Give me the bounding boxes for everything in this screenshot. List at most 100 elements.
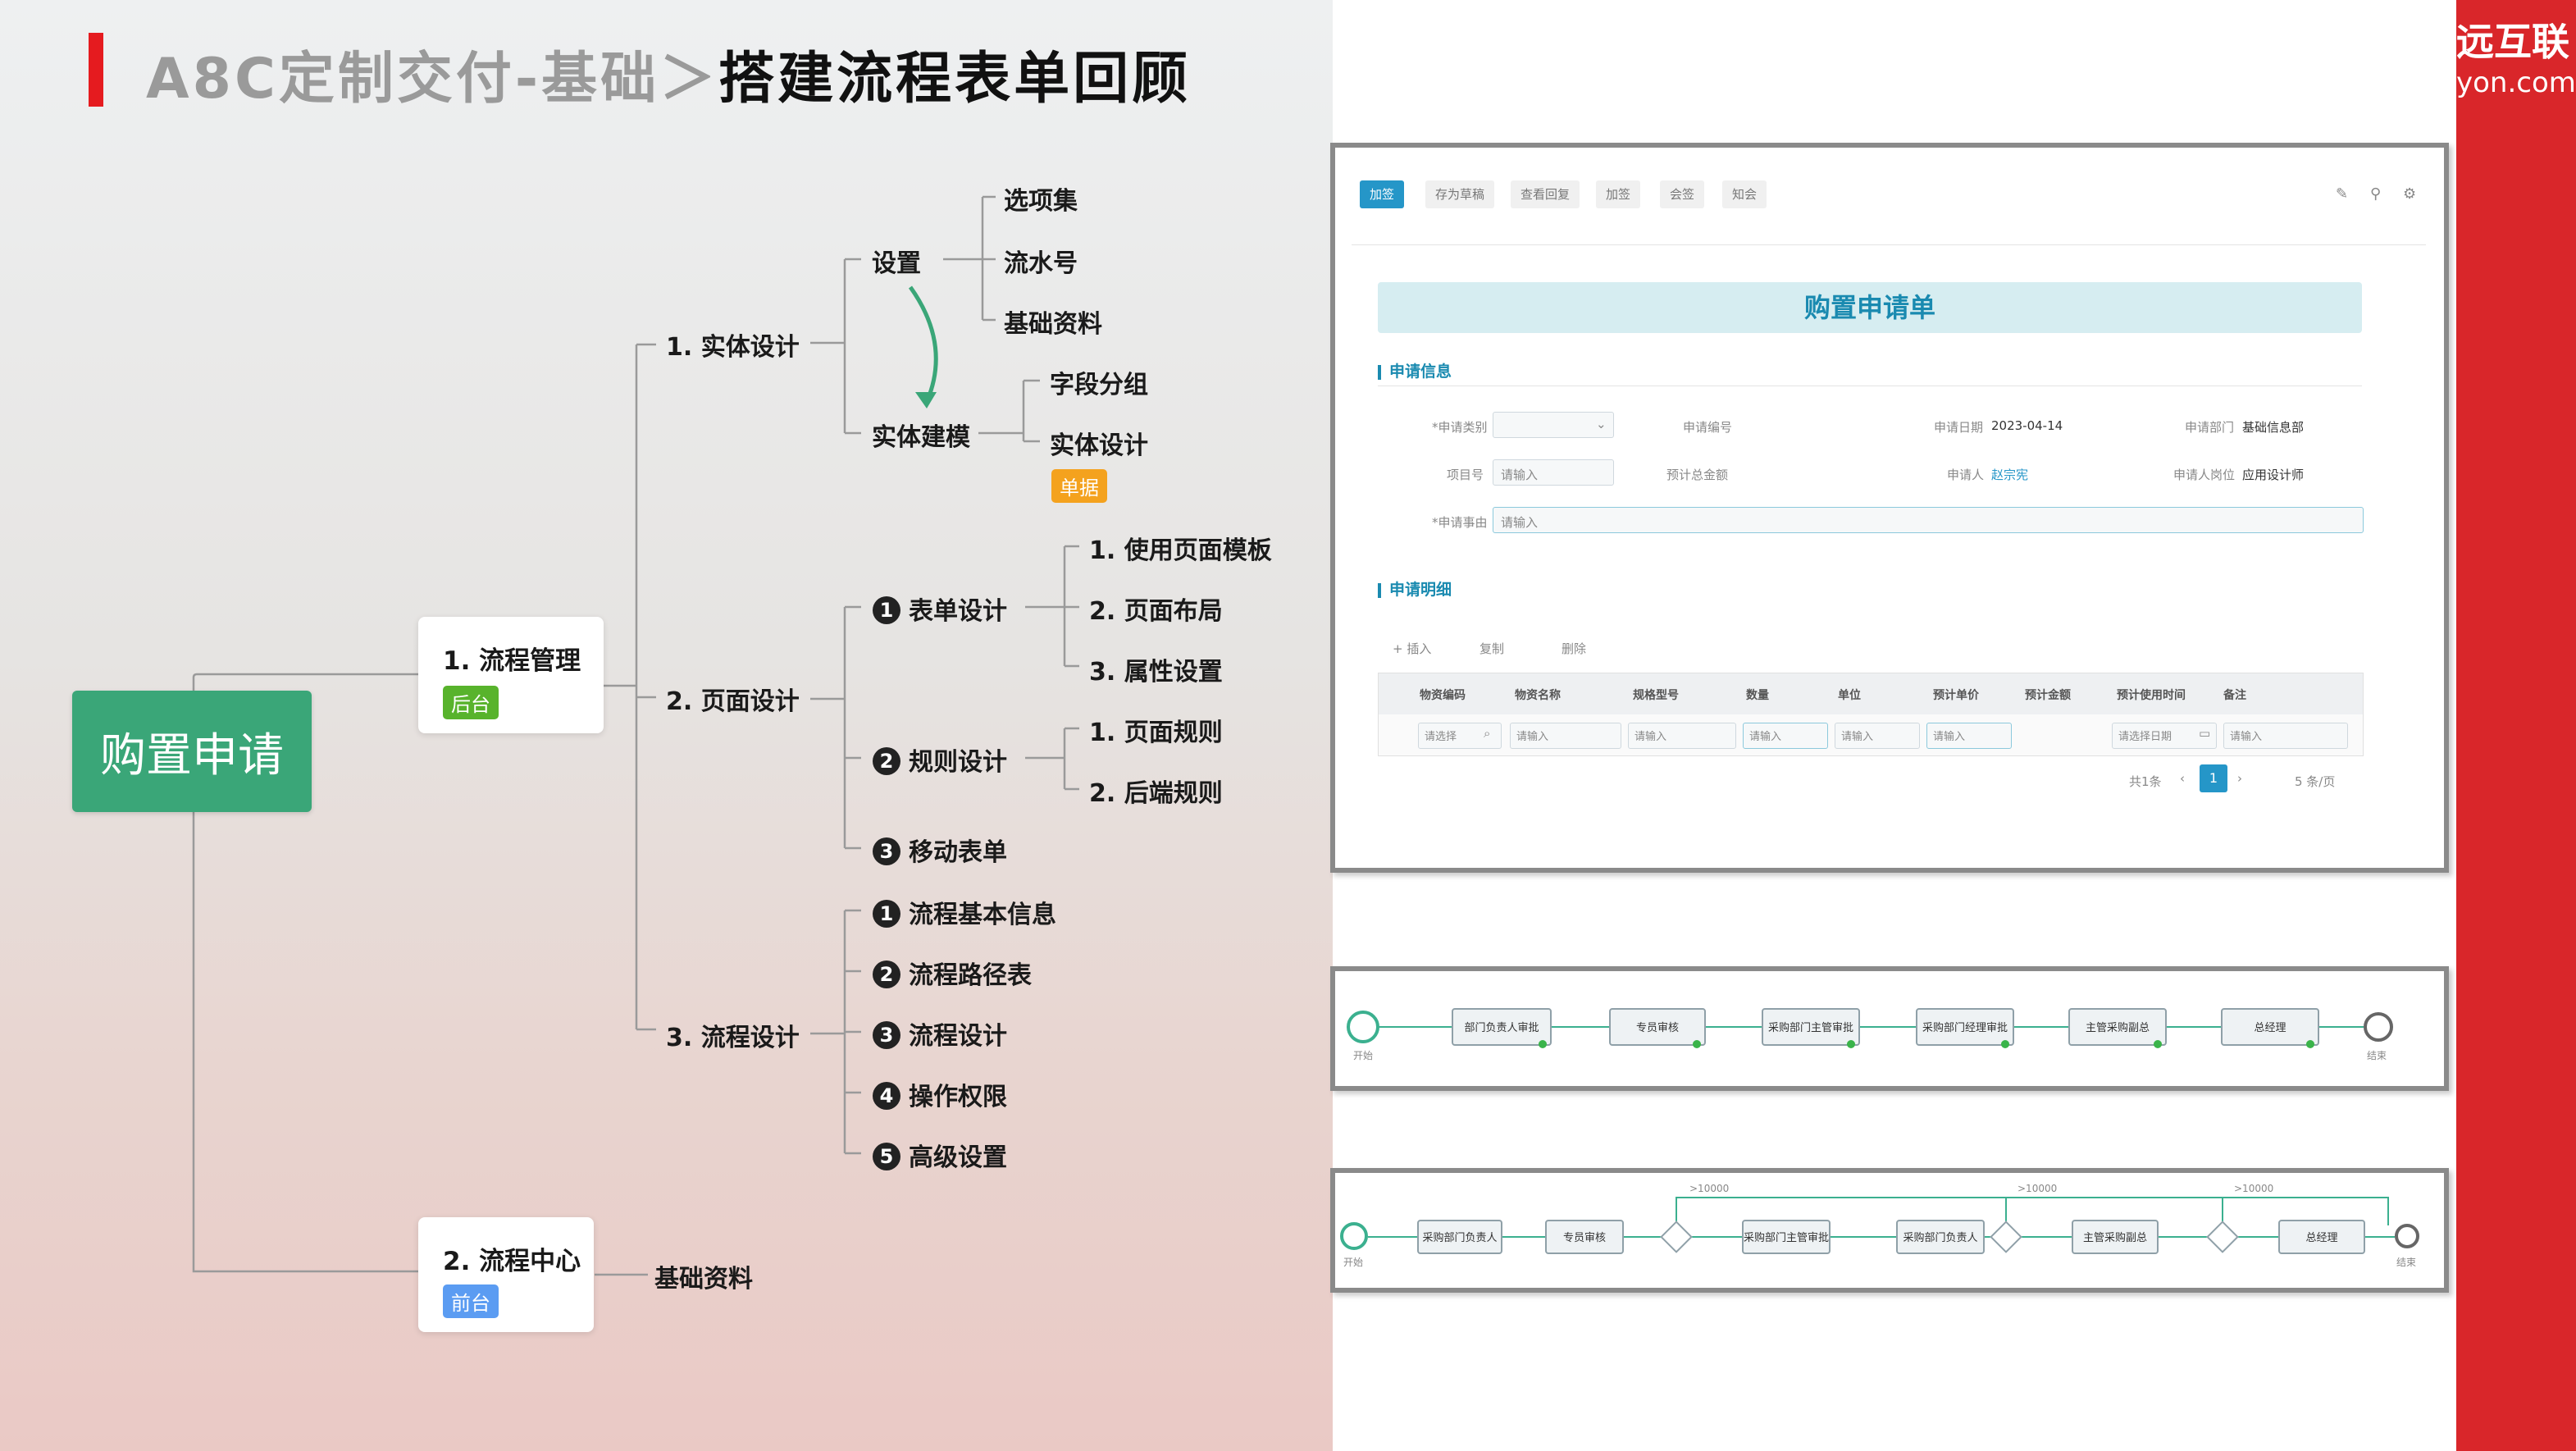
flow-diagram-1: 开始 部门负责人审批 专员审核 采购部门主管审批 采购部门经理审批 主管采购副总… — [1330, 966, 2449, 1091]
applicant-value[interactable]: 赵宗宪 — [1991, 468, 2029, 482]
edit-icon[interactable]: ✎ — [2336, 185, 2349, 203]
process-design-node[interactable]: 3. 流程设计 — [666, 1024, 800, 1052]
rule-item-backend[interactable]: 2. 后端规则 — [1089, 779, 1223, 808]
number-1-icon: 1 — [873, 595, 900, 624]
cell-unit-price[interactable] — [1926, 723, 2012, 749]
flow1-node-5[interactable]: 主管采购副总 — [2068, 1008, 2167, 1046]
pager-total: 共1条 — [2129, 774, 2162, 789]
link-icon[interactable]: ⚲ — [2370, 185, 2382, 203]
flow-center-card[interactable]: 2. 流程中心 前台 — [418, 1217, 594, 1332]
chevron-down-icon: ⌄ — [1596, 417, 1607, 431]
flow-center-label: 2. 流程中心 — [443, 1247, 581, 1276]
settings-item-basic-data[interactable]: 基础资料 — [1004, 310, 1102, 339]
form-item-template[interactable]: 1. 使用页面模板 — [1089, 536, 1272, 565]
cell-unit[interactable] — [1835, 723, 1920, 749]
flow1-end-icon[interactable] — [2364, 1012, 2393, 1042]
project-no-input[interactable] — [1493, 459, 1614, 486]
title-main: 搭建流程表单回顾 — [718, 47, 1192, 112]
apply-type-select[interactable] — [1493, 412, 1614, 438]
th-use-time: 预计使用时间 — [2117, 689, 2186, 702]
brand-strip — [2456, 0, 2576, 1451]
flow1-connectors — [1378, 1026, 2364, 1028]
flow1-node-3[interactable]: 采购部门主管审批 — [1762, 1008, 1860, 1046]
flow2-end-icon[interactable] — [2395, 1224, 2419, 1248]
delete-row-button[interactable]: 删除 — [1562, 641, 1587, 656]
modeling-item-field-group[interactable]: 字段分组 — [1050, 371, 1148, 399]
flow2-start-icon[interactable] — [1340, 1222, 1368, 1250]
pager-size-select[interactable]: 5 条/页 — [2295, 774, 2336, 789]
toolbar-button-4[interactable]: 加签 — [1596, 180, 1641, 208]
toolbar-button-5[interactable]: 会签 — [1660, 180, 1705, 208]
flow2-node-5[interactable]: 主管采购副总 — [2072, 1220, 2159, 1254]
toolbar-button-3[interactable]: 查看回复 — [1511, 180, 1580, 208]
form-item-layout[interactable]: 2. 页面布局 — [1089, 597, 1223, 626]
flow1-start-icon[interactable] — [1347, 1011, 1379, 1043]
settings-node[interactable]: 设置 — [872, 249, 921, 278]
applicant-label: 申请人 — [1947, 468, 1985, 482]
table-row: 请选择 ⌕ 请输入 请输入 请输入 请输入 请输入 请选择日期 ▭ 请输入 — [1379, 714, 2363, 755]
flow1-node-1[interactable]: 部门负责人审批 — [1452, 1008, 1552, 1046]
flow1-node-5-status-dot — [2154, 1040, 2162, 1048]
flow-mgmt-card[interactable]: 1. 流程管理 后台 — [418, 617, 604, 733]
root-node[interactable]: 购置申请 — [72, 691, 312, 812]
flow1-node-4[interactable]: 采购部门经理审批 — [1916, 1008, 2014, 1046]
flow-diagram-2: >10000 >10000 >10000 开始 采购部门负责人 专员审核 采购部… — [1330, 1168, 2449, 1293]
cell-use-time[interactable] — [2112, 723, 2217, 749]
copy-row-button[interactable]: 复制 — [1479, 641, 1505, 656]
rule-design-node[interactable]: 2 规则设计 — [873, 741, 1007, 778]
reason-input[interactable] — [1493, 507, 2364, 533]
apply-date-value: 2023-04-14 — [1991, 418, 2063, 433]
page-title: A8C定制交付-基础＞搭建流程表单回顾 — [146, 33, 1191, 114]
cell-material-name[interactable] — [1510, 723, 1621, 749]
apply-number-label: 申请编号 — [1683, 420, 1733, 435]
modeling-item-entity-design[interactable]: 实体设计 — [1050, 431, 1148, 460]
cell-material-code[interactable] — [1418, 723, 1502, 749]
mindmap-connectors — [192, 195, 1079, 1276]
flow2-node-6[interactable]: 总经理 — [2278, 1220, 2365, 1254]
rule-design-label: 规则设计 — [909, 748, 1007, 777]
flow2-node-4[interactable]: 采购部门负责人 — [1896, 1220, 1985, 1254]
flow2-node-3[interactable]: 采购部门主管审批 — [1742, 1220, 1831, 1254]
chevron-left-icon[interactable]: ‹ — [2180, 771, 2185, 786]
form-item-properties[interactable]: 3. 属性设置 — [1089, 658, 1223, 687]
number-5-icon: 5 — [873, 1142, 900, 1170]
toolbar-button-1[interactable]: 加签 — [1360, 180, 1405, 208]
insert-row-button[interactable]: + 插入 — [1393, 641, 1432, 656]
flow-center-basic-data[interactable]: 基础资料 — [654, 1265, 753, 1294]
project-no-label: 项目号 — [1447, 468, 1484, 482]
toolbar-button-2[interactable]: 存为草稿 — [1425, 180, 1495, 208]
entity-modeling-node[interactable]: 实体建模 — [872, 423, 970, 452]
flow1-node-1-status-dot — [1539, 1040, 1547, 1048]
rule-item-page[interactable]: 1. 页面规则 — [1089, 719, 1223, 747]
flow1-node-6[interactable]: 总经理 — [2221, 1008, 2319, 1046]
settings-item-option-set[interactable]: 选项集 — [1004, 187, 1078, 216]
toolbar-button-6[interactable]: 知会 — [1722, 180, 1767, 208]
entity-design-node[interactable]: 1. 实体设计 — [666, 333, 800, 362]
flow1-node-2[interactable]: 专员审核 — [1609, 1008, 1706, 1046]
flow2-node-2[interactable]: 专员审核 — [1545, 1220, 1624, 1254]
search-icon: ⌕ — [1484, 726, 1491, 741]
settings-icon[interactable]: ⚙ — [2403, 185, 2417, 203]
flow2-node-1[interactable]: 采购部门负责人 — [1417, 1220, 1502, 1254]
cell-remark[interactable] — [2223, 723, 2348, 749]
number-3-icon: 3 — [873, 1020, 900, 1049]
reason-placeholder: 请输入 — [1501, 515, 1539, 530]
settings-item-serial-number[interactable]: 流水号 — [1004, 249, 1078, 278]
cell-spec[interactable] — [1628, 723, 1736, 749]
backend-tag: 后台 — [443, 686, 499, 719]
page-design-node[interactable]: 2. 页面设计 — [666, 687, 800, 716]
reason-label: *申请事由 — [1432, 515, 1488, 530]
apply-date-label: 申请日期 — [1934, 420, 1984, 435]
cell-qty[interactable] — [1743, 723, 1828, 749]
chevron-right-icon[interactable]: › — [2237, 771, 2242, 786]
number-2-icon: 2 — [873, 746, 900, 775]
form-title-bar: 购置申请单 — [1378, 282, 2362, 333]
pager-current-page[interactable]: 1 — [2200, 764, 2227, 792]
